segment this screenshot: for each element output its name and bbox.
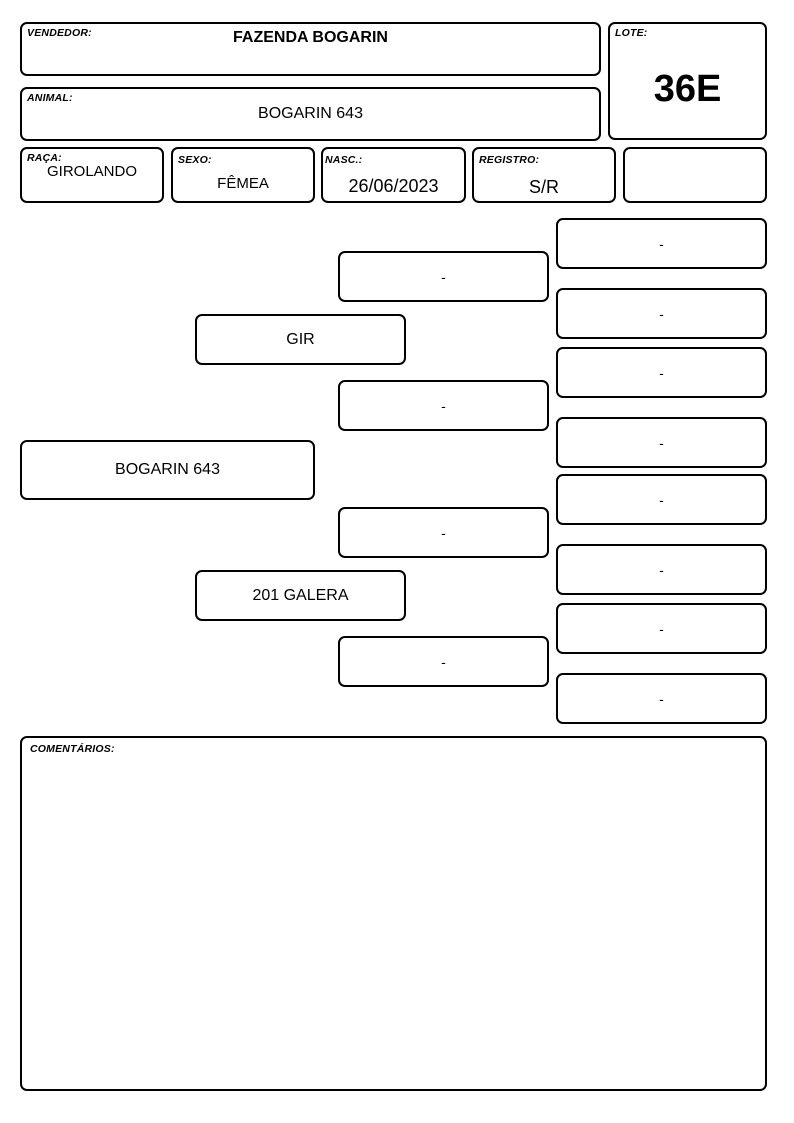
- animal-label: ANIMAL:: [27, 92, 73, 104]
- pedigree-ggp-3: -: [556, 347, 767, 398]
- registro-label: REGISTRO:: [479, 154, 540, 166]
- nasc-label: NASC.:: [325, 154, 363, 166]
- lote-value: 36E: [653, 68, 722, 110]
- raca-value: GIROLANDO: [46, 163, 137, 180]
- pedigree-animal: BOGARIN 643: [20, 440, 315, 500]
- extra-info-box: [623, 147, 767, 203]
- pedigree-dam-dam: -: [338, 636, 549, 687]
- pedigree-ggp-8: -: [556, 673, 767, 724]
- vendedor-box: VENDEDOR: FAZENDA BOGARIN: [20, 22, 601, 76]
- vendedor-label: VENDEDOR:: [27, 27, 92, 39]
- vendedor-value: FAZENDA BOGARIN: [233, 29, 388, 46]
- comments-text[interactable]: [30, 762, 757, 1081]
- pedigree-ggp-5: -: [556, 474, 767, 525]
- registro-value: S/R: [528, 177, 559, 197]
- registro-box: REGISTRO: S/R: [472, 147, 616, 203]
- sexo-label: SEXO:: [178, 154, 212, 166]
- pedigree-sire-sire: -: [338, 251, 549, 302]
- pedigree-ggp-6: -: [556, 544, 767, 595]
- pedigree-ggp-4: -: [556, 417, 767, 468]
- sexo-value: FÊMEA: [217, 175, 269, 192]
- nasc-value: 26/06/2023: [348, 176, 439, 196]
- pedigree-sire: GIR: [195, 314, 406, 365]
- pedigree-ggp-1: -: [556, 218, 767, 269]
- lote-label: LOTE:: [615, 27, 648, 39]
- comments-label: COMENTÁRIOS:: [30, 743, 115, 755]
- sexo-box: SEXO: FÊMEA: [171, 147, 315, 203]
- raca-box: RAÇA: GIROLANDO: [20, 147, 164, 203]
- comments-box[interactable]: COMENTÁRIOS:: [20, 736, 767, 1091]
- nasc-box: NASC.: 26/06/2023: [321, 147, 466, 203]
- pedigree-ggp-7: -: [556, 603, 767, 654]
- pedigree-sire-dam: -: [338, 380, 549, 431]
- pedigree-dam: 201 GALERA: [195, 570, 406, 621]
- animal-box: ANIMAL: BOGARIN 643: [20, 87, 601, 141]
- raca-label: RAÇA:: [27, 152, 62, 164]
- lote-box: LOTE: 36E: [608, 22, 767, 140]
- pedigree-ggp-2: -: [556, 288, 767, 339]
- animal-value: BOGARIN 643: [258, 105, 363, 122]
- pedigree-dam-sire: -: [338, 507, 549, 558]
